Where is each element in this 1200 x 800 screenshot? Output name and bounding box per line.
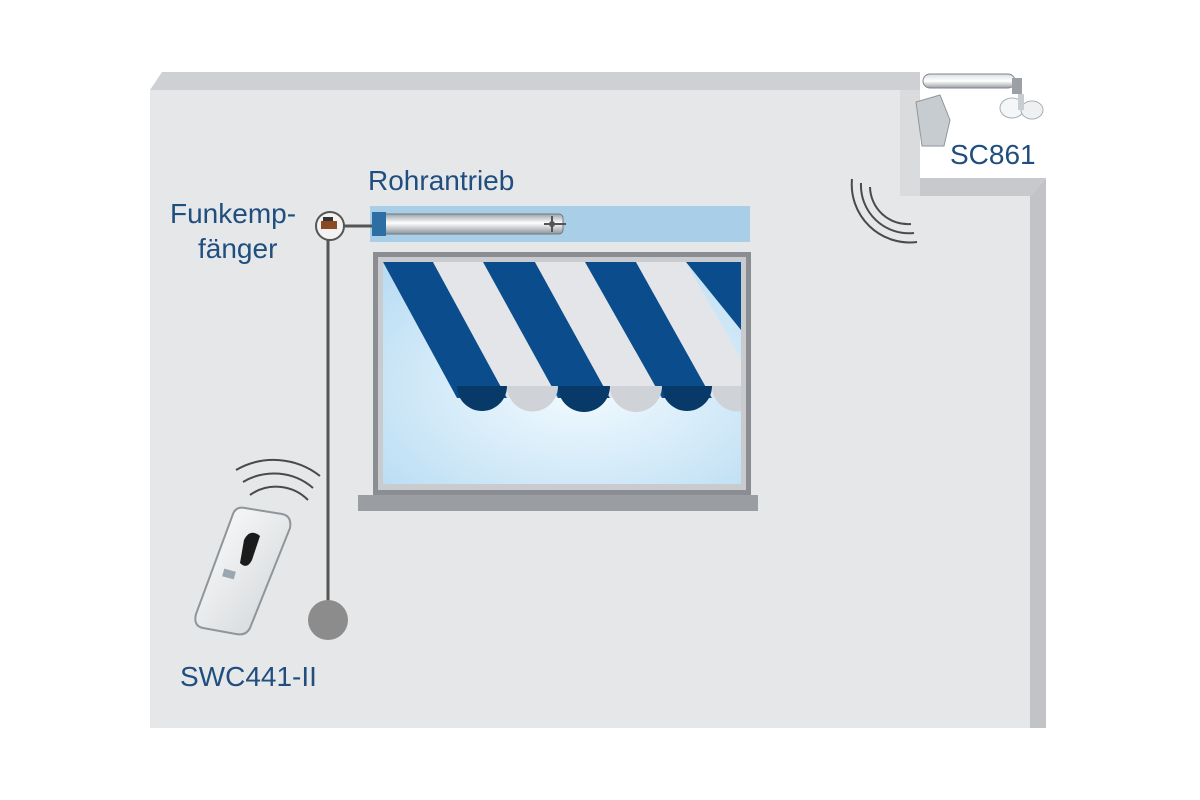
receiver-label-line-1: Funkemp- bbox=[170, 198, 297, 229]
motor-label: Rohrantrieb bbox=[368, 165, 515, 196]
radio-waves-icon bbox=[235, 458, 321, 501]
receiver-wiring bbox=[308, 224, 372, 640]
awning-stripes bbox=[383, 262, 741, 412]
remote-control-icon bbox=[194, 506, 292, 636]
tubular-motor bbox=[370, 206, 750, 242]
power-connection-dot bbox=[308, 600, 348, 640]
radio-waves-icon bbox=[850, 178, 918, 244]
receiver-icon bbox=[315, 211, 345, 241]
sensor-label: SC861 bbox=[950, 139, 1036, 170]
window-with-awning bbox=[358, 252, 758, 511]
remote-label: SWC441-II bbox=[180, 661, 317, 692]
receiver-label-line-2: fänger bbox=[198, 233, 278, 264]
sun-wind-sensor-icon bbox=[915, 73, 1044, 147]
motor-tube-icon bbox=[372, 212, 566, 236]
window-sill bbox=[358, 495, 758, 511]
